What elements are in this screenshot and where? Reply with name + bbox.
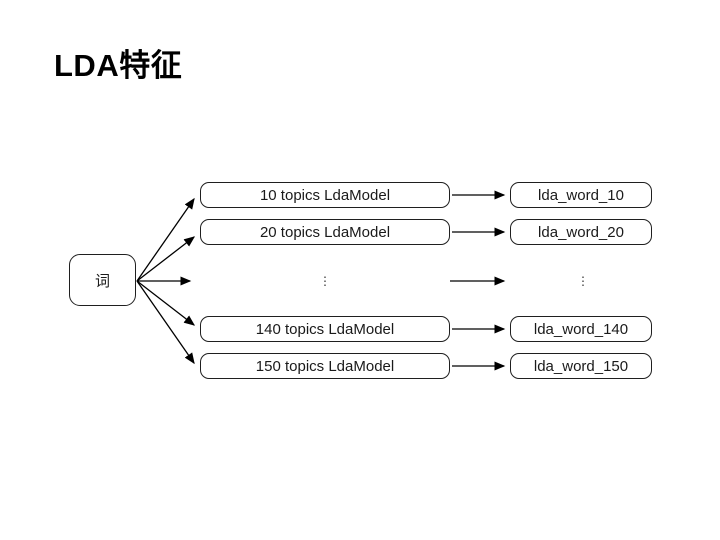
- output-node-lda-word-20: lda_word_20: [510, 219, 652, 245]
- model-node-140-topics: 140 topics LdaModel: [200, 316, 450, 342]
- model-node-150-topics: 150 topics LdaModel: [200, 353, 450, 379]
- output-node-lda-word-10: lda_word_10: [510, 182, 652, 208]
- output-node-lda-word-140: lda_word_140: [510, 316, 652, 342]
- fan-arrow-row5: [136, 280, 195, 365]
- output-node-lda-word-150: lda_word_150: [510, 353, 652, 379]
- source-node-word: 词: [69, 254, 136, 306]
- ellipsis-outputs: ⋮: [577, 274, 589, 288]
- model-node-10-topics: 10 topics LdaModel: [200, 182, 450, 208]
- ellipsis-models: ⋮: [319, 274, 331, 288]
- model-node-20-topics: 20 topics LdaModel: [200, 219, 450, 245]
- fan-arrow-row2: [136, 236, 196, 282]
- page-title: LDA特征: [54, 48, 183, 83]
- fan-arrow-row1: [136, 197, 195, 282]
- fan-arrow-row4: [136, 280, 196, 326]
